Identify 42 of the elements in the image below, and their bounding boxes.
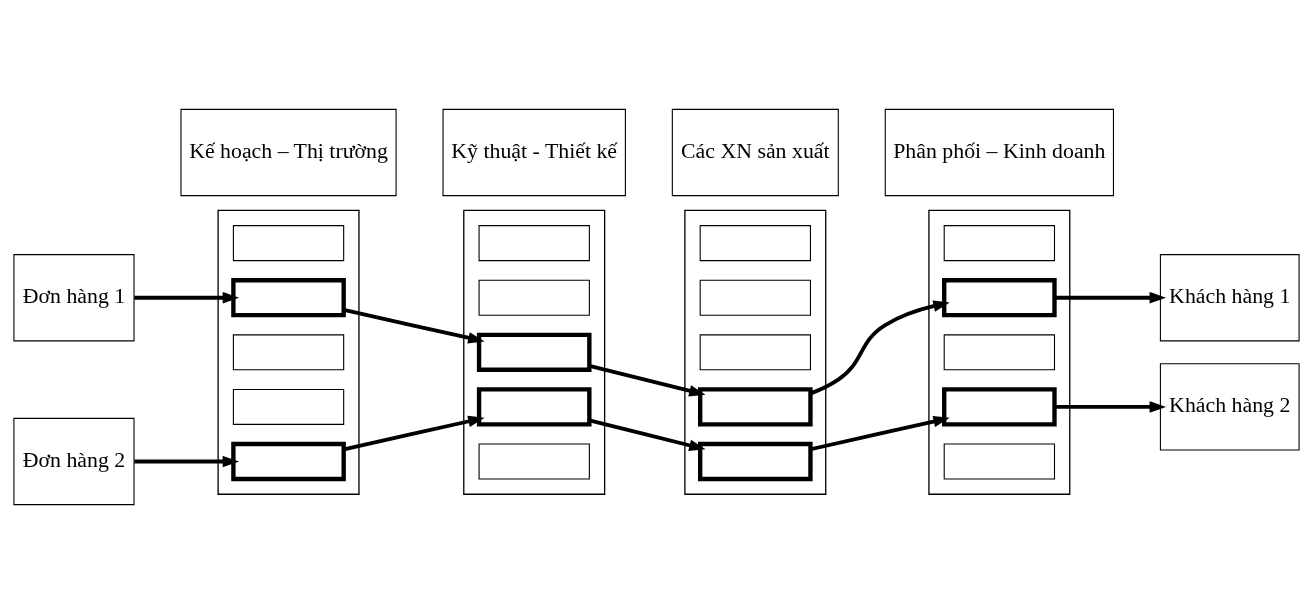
arrow — [1054, 291, 1166, 304]
node-box: Phân phối – Kinh doanh — [884, 108, 1114, 197]
node-box — [698, 441, 813, 482]
arrow — [343, 415, 485, 452]
node-box: Đơn hàng 2 — [13, 417, 135, 506]
node-box — [232, 334, 345, 371]
arrow — [588, 363, 706, 397]
node-box — [478, 443, 590, 480]
node-box — [942, 387, 1057, 427]
arrow — [1054, 401, 1166, 413]
node-box — [476, 332, 592, 372]
cluster — [684, 209, 827, 495]
node-box: Kỹ thuật - Thiết kế — [442, 108, 626, 197]
node-box — [699, 334, 811, 371]
arrow — [810, 300, 950, 396]
node-box: Kế hoạch – Thị trường — [180, 108, 397, 197]
node-box — [943, 443, 1056, 480]
node-box — [231, 278, 346, 318]
node-box — [699, 279, 811, 316]
node-box — [231, 441, 346, 482]
arrow — [134, 291, 240, 304]
cluster — [928, 209, 1071, 495]
arrow — [810, 415, 950, 452]
cluster — [463, 209, 606, 495]
arrow — [588, 418, 706, 451]
node-box: Khách hàng 1 — [1159, 254, 1300, 342]
node-box: Các XN sản xuất — [671, 108, 839, 197]
node-box: Đơn hàng 1 — [13, 254, 135, 342]
node-box — [478, 225, 590, 262]
node-box — [943, 334, 1056, 371]
node-box — [942, 278, 1057, 318]
node-box — [698, 387, 813, 427]
node-box — [699, 225, 811, 262]
node-box: Khách hàng 2 — [1159, 363, 1300, 451]
node-box — [232, 225, 345, 262]
node-box — [943, 225, 1056, 262]
arrow — [343, 308, 485, 344]
arrow — [134, 455, 240, 468]
node-box — [478, 279, 590, 316]
node-box — [232, 388, 345, 425]
cluster — [217, 209, 360, 495]
node-box — [476, 387, 592, 427]
